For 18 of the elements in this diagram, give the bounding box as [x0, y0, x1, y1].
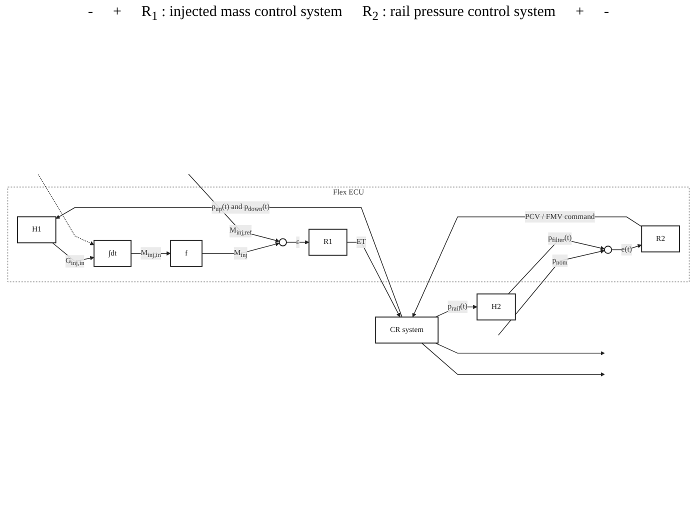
arrow	[286, 240, 310, 244]
arrow	[346, 242, 400, 318]
summing-junction	[278, 238, 287, 246]
arrow	[435, 342, 605, 356]
summing-junction	[604, 246, 612, 254]
note-text: R$_{1}$ : injected mass control system	[141, 4, 342, 24]
arrow	[421, 342, 605, 376]
arrow	[52, 242, 94, 262]
note-text: +	[112, 4, 122, 21]
note-text: R$_{2}$ : rail pressure control system	[362, 4, 556, 24]
arrow	[498, 249, 605, 336]
arrow	[38, 174, 94, 246]
arrow	[202, 242, 280, 254]
note-text: -	[88, 4, 93, 21]
note-text: +	[576, 4, 584, 21]
arrow	[508, 238, 605, 294]
arrow	[611, 244, 642, 250]
note-text: -	[604, 4, 610, 21]
